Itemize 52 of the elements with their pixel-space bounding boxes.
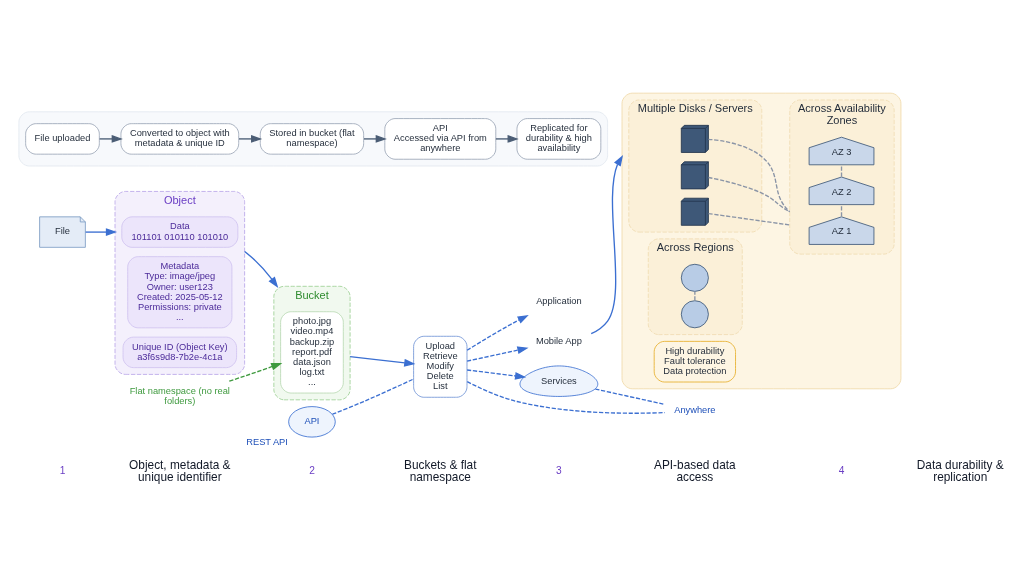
arrow <box>495 135 519 143</box>
connector <box>594 388 666 405</box>
arrow <box>363 135 387 143</box>
node-box: Unique ID (Object Key) a3f6s9d8-7b2e-4c1a <box>122 336 237 369</box>
cluster <box>621 92 902 390</box>
connector <box>466 381 666 414</box>
connector <box>840 164 843 178</box>
cluster <box>18 111 609 167</box>
node-box: photo.jpg video.mp4 backup.zip report.pdf data.json log.txt ... <box>280 311 344 394</box>
arrow <box>238 135 263 143</box>
node-text: Application <box>536 295 582 306</box>
connector <box>331 378 414 415</box>
arrow <box>466 346 529 362</box>
node-label: REST API <box>246 436 288 447</box>
node-box: Metadata Type: image/jpeg Owner: user123 Created: 2025-05-12 Permissions: private ... <box>127 256 233 329</box>
node-box: High durability Fault tolerance Data protection <box>653 340 736 383</box>
arrow <box>84 228 118 236</box>
label: Object, metadata & unique identifier <box>129 457 231 485</box>
cluster: Across Regions <box>647 238 743 335</box>
label: API-based data access <box>654 457 736 485</box>
connector <box>707 176 791 213</box>
connector <box>707 212 791 226</box>
node-box: API Accessed via API from anywhere <box>384 118 497 160</box>
node-ellipse: API <box>288 406 336 438</box>
node-box: Upload Retrieve Modify Delete List <box>413 335 468 398</box>
node-text: Mobile App <box>535 335 582 346</box>
label: Data durability & replication <box>916 457 1004 485</box>
connector <box>707 138 791 213</box>
node-box: File uploaded <box>25 123 100 155</box>
node-box: Stored in bucket (flat namespace) <box>259 123 365 155</box>
label: Buckets & flat namespace <box>404 457 477 485</box>
cluster: Multiple Disks / Servers <box>628 99 763 233</box>
node-text: Flat namespace (no real folders) <box>129 385 230 406</box>
arrow <box>590 154 624 335</box>
arrow <box>98 135 123 143</box>
label: 2 <box>309 465 315 477</box>
label: 4 <box>838 465 845 477</box>
node-box: Replicated for durability & high availability <box>516 118 602 160</box>
connector <box>694 291 696 302</box>
arrow <box>349 355 416 367</box>
label: 1 <box>59 465 66 477</box>
node-box: Converted to object with metadata & unique ID <box>120 123 240 155</box>
node-globe <box>680 263 709 292</box>
node-text: Anywhere <box>674 405 716 416</box>
node-globe <box>680 300 709 329</box>
connector <box>840 204 843 218</box>
arrow <box>466 314 529 351</box>
label: 3 <box>556 465 562 477</box>
arrow <box>228 362 283 382</box>
node-box: Data 101101 010110 101010 <box>121 216 239 248</box>
arrow <box>243 250 279 288</box>
arrow <box>466 369 527 380</box>
